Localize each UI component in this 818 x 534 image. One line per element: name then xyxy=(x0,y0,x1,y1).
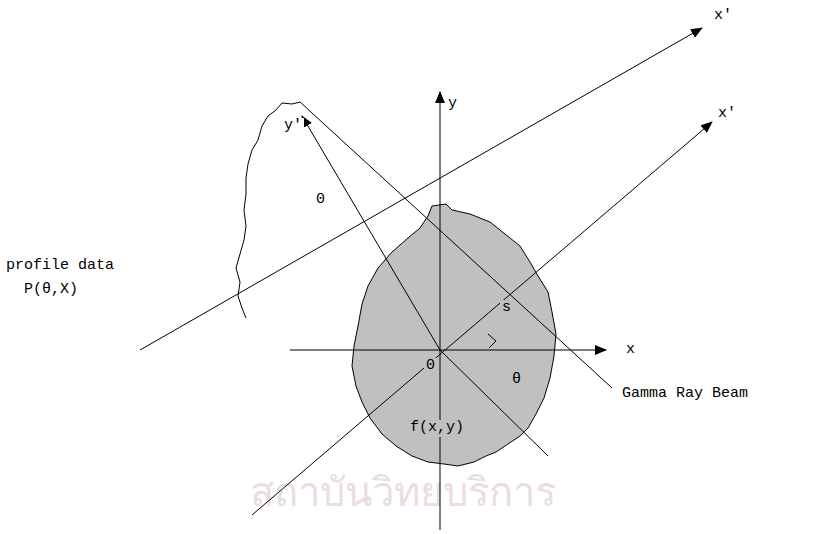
y-prime-axis xyxy=(302,116,440,350)
axis-label: y' xyxy=(282,118,304,135)
y-axis xyxy=(440,92,441,530)
y-prime-line xyxy=(440,350,548,456)
axis-label: x xyxy=(624,342,637,359)
function-label: f(x,y) xyxy=(408,420,466,437)
axis-label: y xyxy=(446,96,459,113)
origin-label: 0 xyxy=(424,358,437,375)
distance-label: s xyxy=(500,300,513,317)
angle-label: θ xyxy=(510,372,523,389)
x-prime-axis xyxy=(252,122,712,515)
profile-label: profile data xyxy=(4,258,116,275)
profile-label: P(θ,X) xyxy=(22,282,80,299)
axis-label: x' xyxy=(712,8,734,25)
axis-label: x' xyxy=(716,106,738,123)
beam-label: Gamma Ray Beam xyxy=(620,386,750,403)
x-axis xyxy=(290,350,606,351)
detector-axis xyxy=(140,28,702,350)
gamma-ray-beam xyxy=(300,102,612,388)
right-angle-mark xyxy=(488,334,496,348)
watermark: สถาบันวิทยบริการ xyxy=(250,470,556,514)
origin-label: 0 xyxy=(314,192,327,209)
